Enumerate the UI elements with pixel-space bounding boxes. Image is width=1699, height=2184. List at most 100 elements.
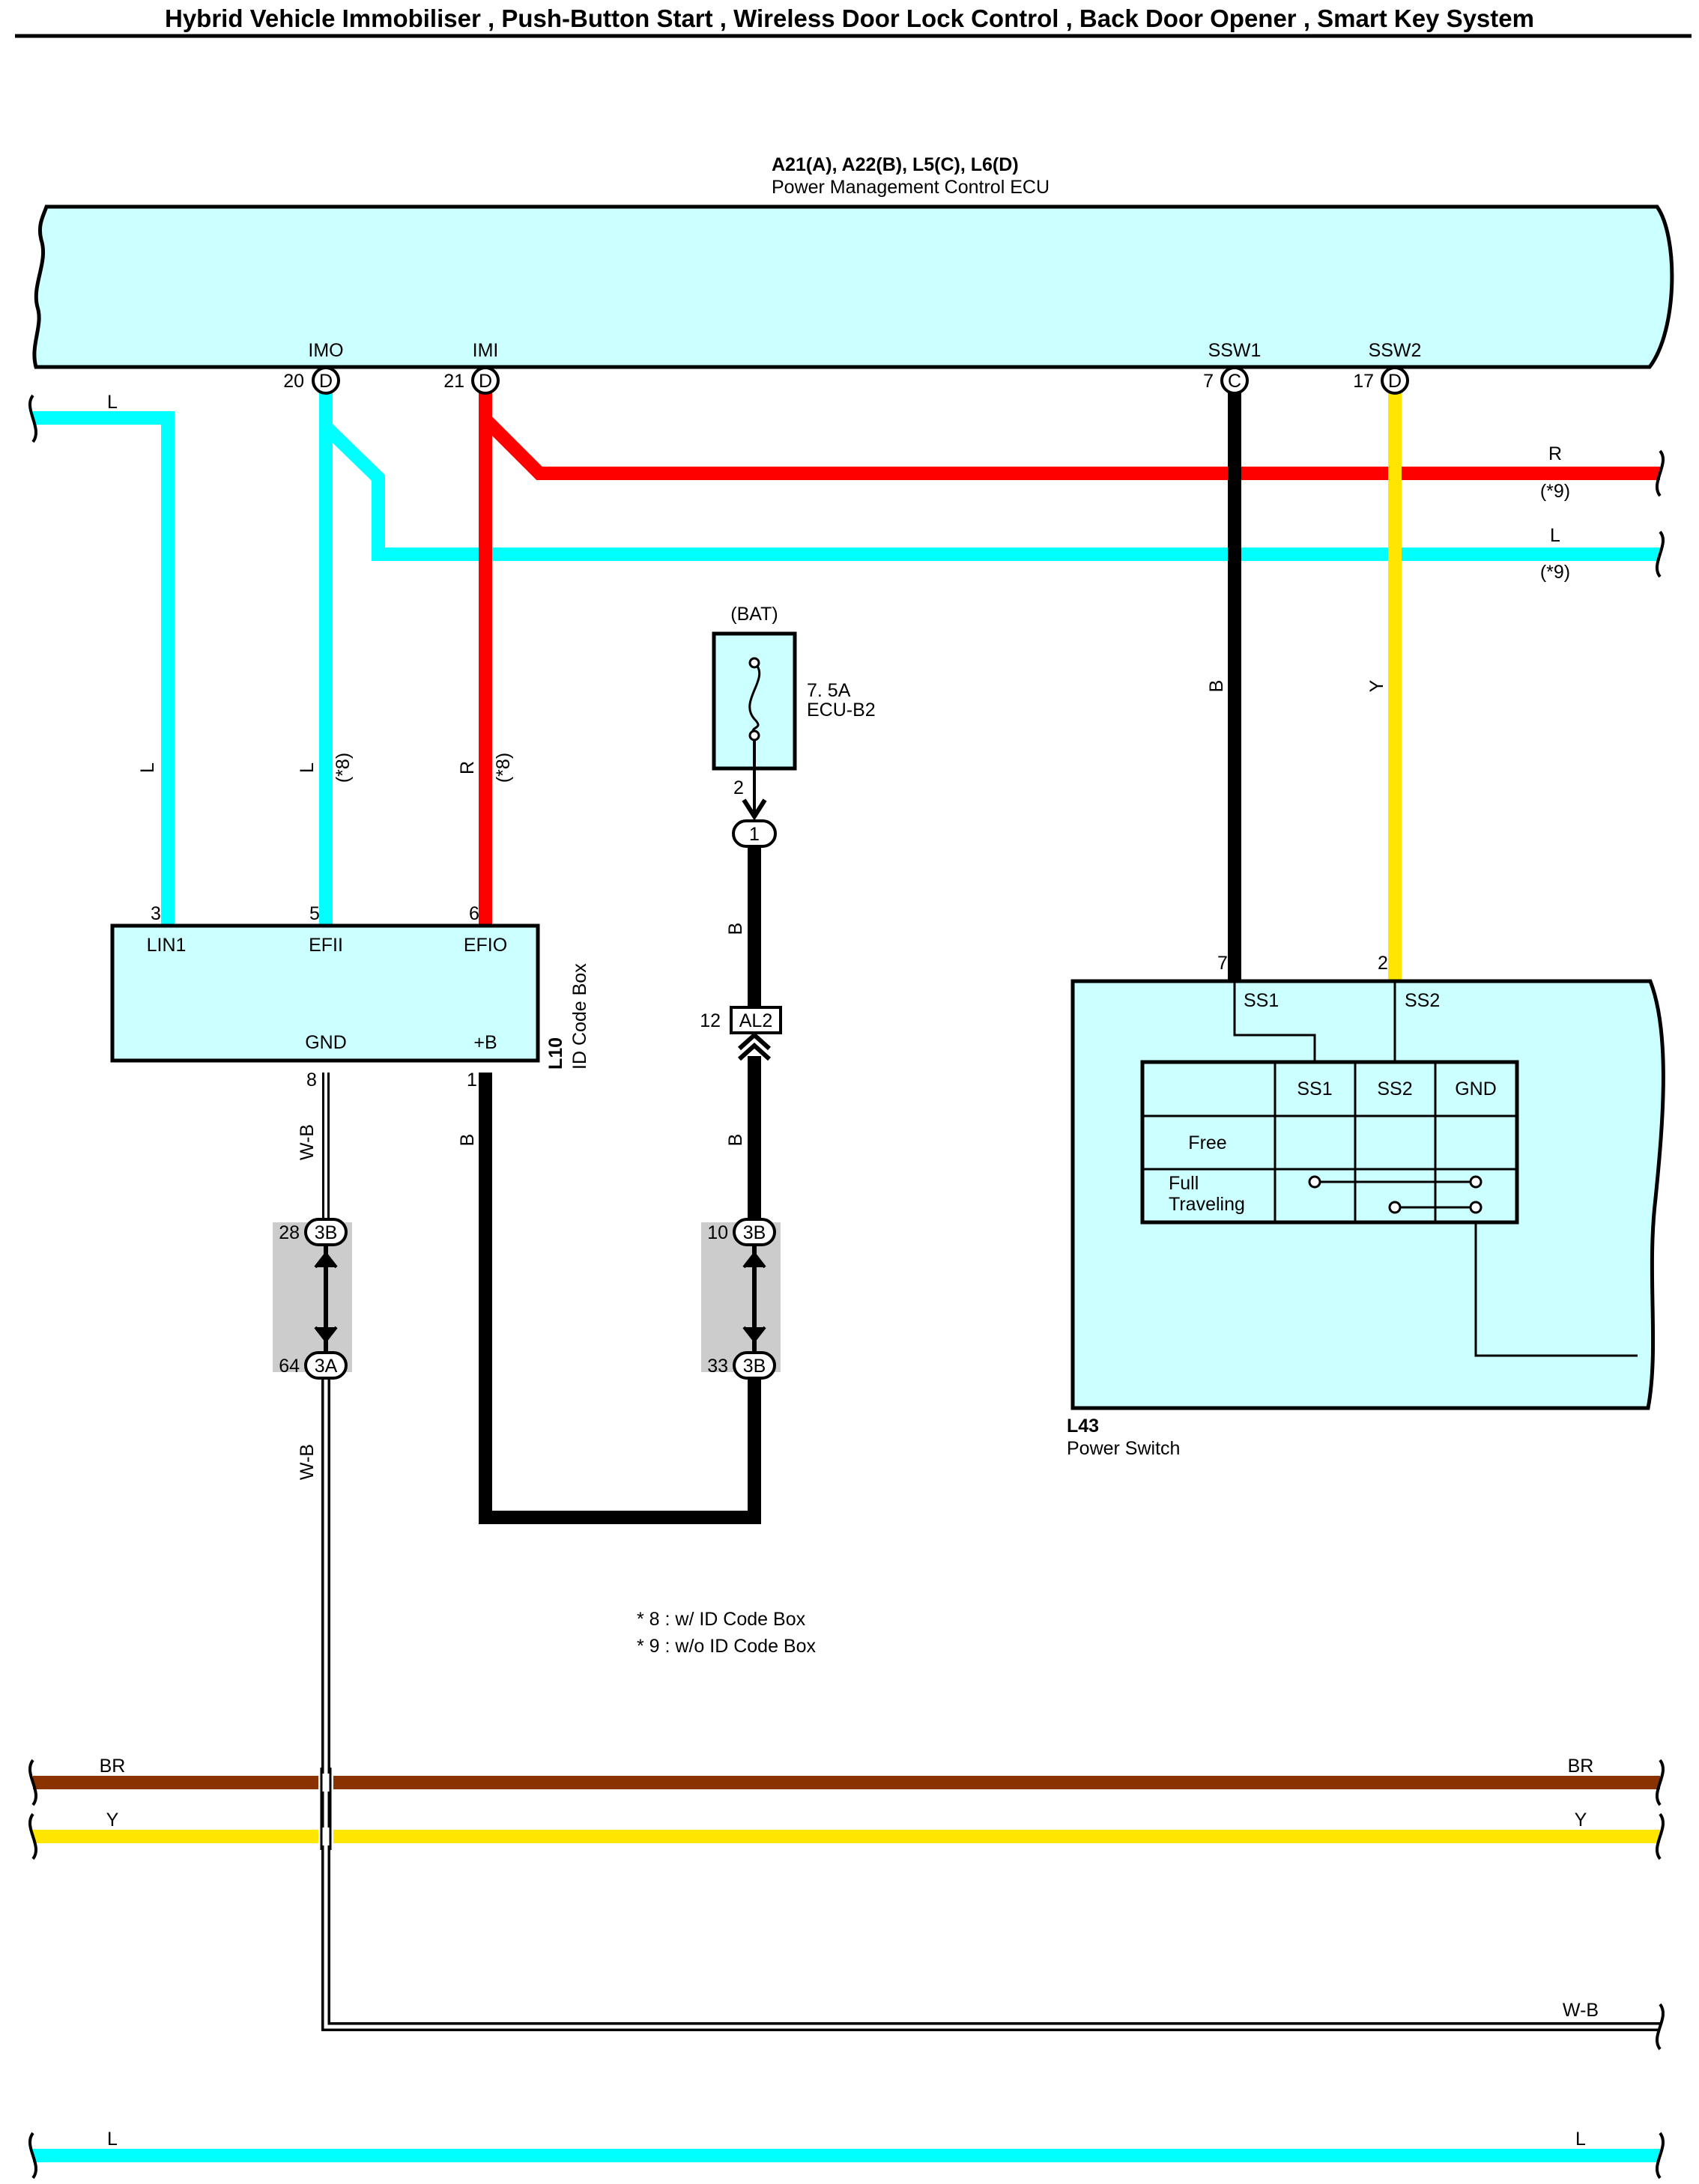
wire-label-plusb-b: B: [457, 1134, 478, 1147]
ecu-pin-imi-label: IMI: [473, 340, 499, 361]
bus-label-br-right: BR: [1568, 1756, 1594, 1777]
junction-b-top: 3B: [743, 1222, 766, 1243]
table-header-ss2: SS2: [1377, 1079, 1412, 1099]
wire-r-imi-out: [480, 414, 1660, 480]
ecu-code: A21(A), A22(B), L5(C), L6(D): [772, 154, 1019, 175]
idbox-name: ID Code Box: [569, 963, 590, 1070]
idbox-pin-plusb: +B: [473, 1032, 497, 1053]
wire-label-ssw2-y: Y: [1366, 679, 1387, 692]
fuse-name: ECU-B2: [807, 700, 876, 721]
al2-name: AL2: [739, 1010, 772, 1031]
wire-label-efii-note: (*8): [333, 753, 354, 783]
wire-label-out-l: L: [1550, 525, 1560, 546]
al2-connector: [730, 1006, 782, 1034]
ecu-pin-imi: D 21: [443, 366, 500, 395]
junction-b-arrows: [742, 1251, 766, 1344]
power-switch-table: SS1 SS2 GND Free Full Traveling: [1140, 1060, 1519, 1225]
wire-label-efii-l: L: [297, 762, 318, 773]
wire-wb-gnd-bottom-outline: [321, 1372, 1660, 2031]
idbox-pin-gnd: GND: [305, 1032, 347, 1053]
ecu-pin-ssw1-conn: C: [1228, 371, 1241, 392]
wire-label-efio-r: R: [457, 761, 478, 774]
wire-label-fuse-b: B: [725, 923, 746, 935]
junction-b-top-pin: [733, 1218, 776, 1246]
continuity-dot: [1388, 1201, 1402, 1214]
bus-label-y-left: Y: [106, 1810, 119, 1830]
ecu-pin-imo-conn: D: [319, 371, 333, 392]
power-switch-pin7-num: 7: [1217, 953, 1228, 974]
junction-gnd-bottom-pin: [304, 1351, 348, 1380]
wire-label-out-r-note: (*9): [1540, 481, 1570, 502]
junction-b-top-num: 10: [707, 1222, 728, 1243]
ecu-pin-ssw1-circle: [1220, 366, 1249, 395]
al2-num: 12: [700, 1010, 721, 1031]
ecu-pin-imo-circle: [312, 366, 340, 395]
power-switch-name: Power Switch: [1067, 1438, 1180, 1459]
junction-gnd-bottom: 3A: [315, 1356, 338, 1377]
junction-b-bottom-pin: [733, 1351, 776, 1380]
ecu-pin-ssw1: C 7: [1203, 366, 1249, 395]
fuse-arrow: [742, 798, 767, 821]
power-switch-code: L43: [1067, 1416, 1099, 1437]
note-8: * 8 : w/ ID Code Box: [637, 1609, 806, 1630]
continuity-dot: [1469, 1201, 1483, 1214]
idbox-pin6-num: 6: [469, 903, 479, 924]
idbox-pin1-num: 1: [467, 1070, 477, 1091]
idbox-pin-efii: EFII: [309, 935, 343, 956]
junction-connector-gnd: 3B 28 3A 64: [273, 1218, 352, 1380]
wire-label-gnd-wb: W-B: [297, 1124, 318, 1160]
power-switch-pin2-num: 2: [1378, 953, 1388, 974]
bus-label-br-left: BR: [100, 1756, 126, 1777]
table-frame: [1140, 1060, 1519, 1225]
wire-l-imo-out: [321, 422, 1660, 561]
ecu-pin-imi-circle: [471, 366, 500, 395]
ecu-pin-imo-label: IMO: [308, 340, 343, 361]
idbox-pin-efio: EFIO: [464, 935, 507, 956]
fuse-pin: 2: [733, 777, 744, 798]
wire-label-ssw1-b: B: [1206, 680, 1227, 693]
note-9: * 9 : w/o ID Code Box: [637, 1636, 817, 1657]
power-switch-ss1-line: [1233, 981, 1316, 1062]
left-break-marks: [28, 394, 38, 2180]
idbox-pin3-num: 3: [151, 903, 161, 924]
table-header-gnd: GND: [1455, 1079, 1497, 1099]
continuity-dot: [1308, 1175, 1321, 1189]
table-row-full-wrap: Full Traveling: [1169, 1173, 1245, 1215]
ecu-pin-ssw2: D 17: [1353, 366, 1409, 395]
wire-b-plusb: [479, 1073, 761, 1524]
ecu-pin-ssw2-circle: [1381, 366, 1409, 395]
junction-gnd-shade: [273, 1222, 352, 1372]
bus-label-l-right: L: [1575, 2129, 1586, 2150]
fuse-terminal-top: [748, 657, 760, 669]
id-code-box: [110, 923, 540, 1063]
idbox-code: L10: [545, 1037, 566, 1070]
junction-b-shade: [701, 1222, 781, 1372]
ecu-pin-imi-num: 21: [443, 371, 464, 392]
idbox-pin8-num: 8: [306, 1070, 317, 1091]
idbox-pin-lin1: LIN1: [147, 935, 187, 956]
junction-gnd-top-pin: [304, 1218, 348, 1246]
wire-label-out-r: R: [1548, 443, 1562, 464]
wire-label-gnd-wb2: W-B: [297, 1444, 318, 1480]
fuse-source: (BAT): [730, 604, 778, 625]
table-grid: [1142, 1062, 1517, 1222]
wire-label-al2-b: B: [725, 1134, 746, 1147]
continuity-dot: [1469, 1175, 1483, 1189]
fuse-junction: [732, 819, 777, 848]
junction-gnd-arrows: [314, 1251, 338, 1344]
ecu-pin-ssw2-label: SSW2: [1369, 340, 1422, 361]
right-break-marks: [1655, 449, 1665, 2180]
ecu-pin-ssw1-label: SSW1: [1208, 340, 1262, 361]
fuse-terminal-bottom: [748, 729, 760, 741]
bus-label-wb-right: W-B: [1563, 2000, 1599, 2021]
junction-b-bottom: 3B: [743, 1356, 766, 1377]
ecu-pin-ssw2-conn: D: [1388, 371, 1402, 392]
ecu-pin-imi-conn: D: [479, 371, 492, 392]
power-switch-pin-ss2: SS2: [1405, 990, 1440, 1011]
bus-label-l-left: L: [107, 2129, 118, 2150]
fuse-junction-num: 1: [749, 824, 760, 845]
wire-wb-gnd-bottom: [324, 1372, 1660, 2029]
fuse-rating: 7. 5A: [807, 680, 851, 701]
table-row-full-traveling: Full Traveling: [1169, 1173, 1245, 1215]
